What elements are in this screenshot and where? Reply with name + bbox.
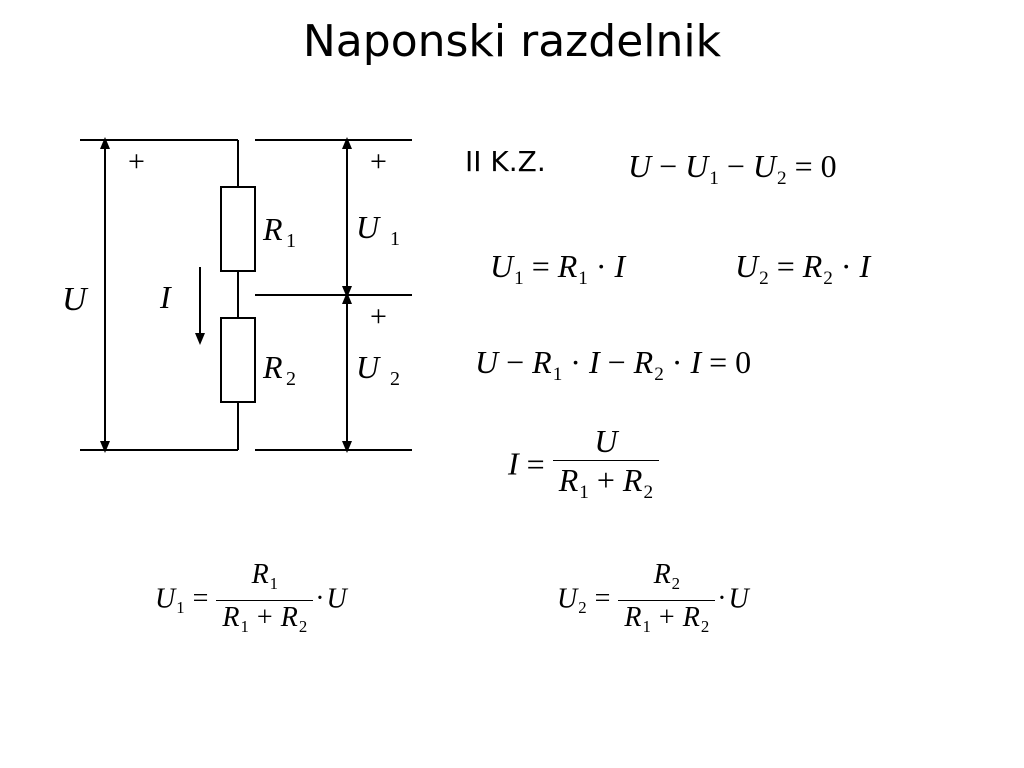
r2-letter: R	[262, 349, 283, 385]
resistor-r1	[220, 186, 256, 272]
substituted-kvl-equation: U−R1·I−R2·I=0	[475, 344, 752, 385]
plus-sign-u1: +	[370, 145, 387, 178]
voltage-divider-circuit: + + + U I R 1 R 2 U 1 U 2	[62, 137, 412, 453]
u1-ohm-equation: U1=R1·I	[490, 248, 626, 289]
u1-index: 1	[390, 228, 400, 250]
source-voltage-label: U	[62, 281, 89, 318]
kvl-equation: U−U1−U2=0	[628, 148, 837, 189]
law-label: II K.Z.	[465, 145, 546, 178]
r2-index: 2	[286, 368, 296, 390]
u2-ohm-equation: U2=R2·I	[735, 248, 871, 289]
plus-sign-source: +	[128, 145, 145, 178]
current-label: I	[159, 279, 172, 315]
slide-title: Naponski razdelnik	[302, 16, 722, 67]
plus-sign-u2: +	[370, 300, 387, 333]
u2-index: 2	[390, 368, 400, 390]
r1-letter: R	[262, 211, 283, 247]
u2-letter: U	[356, 349, 381, 385]
resistor-r2	[220, 317, 256, 403]
u1-letter: U	[356, 209, 381, 245]
r1-index: 1	[286, 230, 296, 252]
